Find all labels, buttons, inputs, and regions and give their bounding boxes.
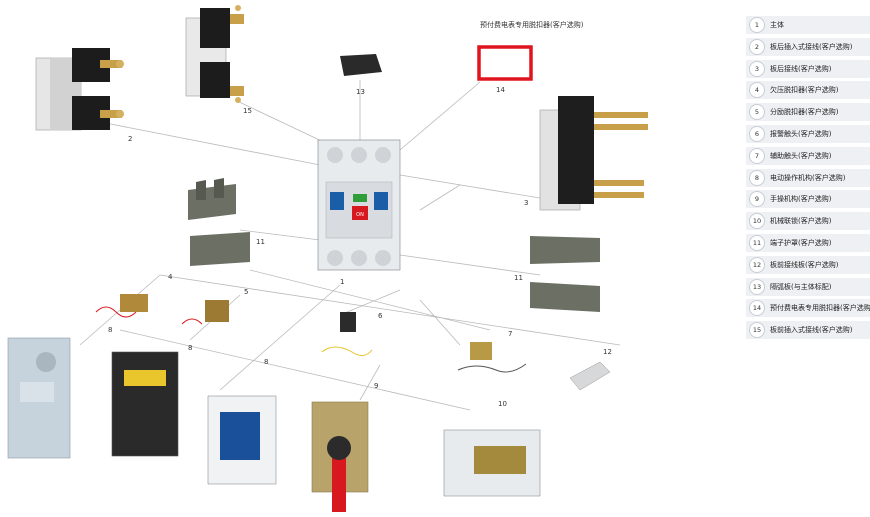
legend-number-badge: 7 (749, 147, 765, 164)
part-arc-barrier (340, 54, 382, 76)
legend-number-badge: 4 (749, 82, 765, 99)
callout-11b: 11 (514, 274, 523, 282)
part-shunt-release (181, 300, 229, 325)
prepaid-trip-unit-caption: 预付费电表专用脱扣器(客户选购) (480, 21, 584, 29)
callout-15: 15 (243, 107, 252, 115)
part-alarm-contact (321, 312, 373, 356)
legend-text: 欠压脱扣器(客户选购) (770, 86, 839, 95)
callout-3: 3 (524, 199, 528, 207)
legend-number-badge: 6 (749, 125, 765, 142)
callout-8a: 8 (108, 326, 112, 334)
part-main-body: ON (317, 139, 401, 271)
legend-number-badge: 3 (749, 60, 765, 77)
part-manual-operator (311, 401, 369, 512)
legend-text: 辅助触头(客户选购) (770, 151, 832, 160)
callout-7: 7 (508, 330, 512, 338)
legend-row: 9 手操机构(客户选购) (746, 190, 870, 209)
part-electric-operator-a (7, 337, 71, 459)
part-auxiliary-contact (457, 342, 527, 373)
legend-row: 15 板前插入式接线(客户选购) (746, 321, 870, 340)
legend-text: 机械联锁(客户选购) (770, 217, 832, 226)
legend-row: 4 欠压脱扣器(客户选购) (746, 81, 870, 100)
breaker-on-label: ON (356, 212, 364, 218)
legend-row: 10 机械联锁(客户选购) (746, 212, 870, 231)
legend-number-badge: 13 (749, 278, 765, 295)
callout-12: 12 (603, 348, 612, 356)
legend-number-badge: 2 (749, 38, 765, 55)
legend-row: 1 主体 (746, 16, 870, 34)
legend-number-badge: 11 (749, 234, 765, 251)
part-electric-operator-b (111, 351, 179, 457)
part-front-connection-plate (569, 361, 611, 391)
legend-row: 8 电动操作机构(客户选购) (746, 168, 870, 187)
part-undervoltage-release (95, 294, 148, 318)
legend-text: 报警触头(客户选购) (770, 129, 832, 138)
legend-row: 6 报警触头(客户选购) (746, 124, 870, 143)
legend-text: 隔弧板(与主体标配) (770, 282, 832, 291)
callout-8b: 8 (188, 344, 192, 352)
callout-2: 2 (128, 135, 132, 143)
legend-number-badge: 10 (749, 213, 765, 230)
legend-text: 板前接线板(客户选购) (770, 260, 839, 269)
callout-14: 14 (496, 86, 505, 94)
legend-row: 13 隔弧板(与主体标配) (746, 277, 870, 296)
callout-4: 4 (168, 273, 173, 281)
legend-number-badge: 1 (749, 17, 765, 33)
legend-row: 5 分励脱扣器(客户选购) (746, 103, 870, 122)
legend-row: 12 板前接线板(客户选购) (746, 255, 870, 274)
legend-row: 2 板后插入式接线(客户选购) (746, 37, 870, 56)
part-terminal-shield-right (530, 236, 600, 312)
part-rear-connection (539, 96, 648, 211)
legend-number-badge: 5 (749, 104, 765, 121)
legend-row: 7 辅助触头(客户选购) (746, 146, 870, 165)
parts-legend: 1 主体 2 板后插入式接线(客户选购) 3 板后接线(客户选购) 4 欠压脱扣器(客户选购)… (746, 16, 870, 343)
legend-row: 3 板后接线(客户选购) (746, 59, 870, 78)
callout-11a: 11 (256, 238, 265, 246)
part-mechanical-interlock (443, 429, 541, 497)
callout-1: 1 (340, 278, 344, 286)
legend-number-badge: 8 (749, 169, 765, 186)
callout-9: 9 (374, 382, 378, 390)
callout-5: 5 (244, 288, 248, 296)
legend-text: 板后接线(客户选购) (770, 64, 832, 73)
legend-text: 板后插入式接线(客户选购) (770, 42, 853, 51)
part-electric-operator-c (207, 395, 277, 485)
legend-number-badge: 14 (749, 300, 765, 317)
exploded-diagram: ON (7, 5, 648, 512)
part-front-plugin-connection (185, 5, 244, 103)
callout-10: 10 (498, 400, 507, 408)
legend-text: 预付费电表专用脱扣器(客户选购) (770, 304, 870, 313)
legend-number-badge: 9 (749, 191, 765, 208)
part-rear-plugin-connection (35, 48, 124, 131)
legend-text: 板前插入式接线(客户选购) (770, 326, 853, 335)
legend-text: 分励脱扣器(客户选购) (770, 108, 839, 117)
part-prepaid-trip-unit-frame (477, 45, 533, 81)
legend-row: 14 预付费电表专用脱扣器(客户选购) (746, 299, 870, 318)
legend-text: 端子护罩(客户选购) (770, 238, 832, 247)
callout-8c: 8 (264, 358, 268, 366)
callout-6: 6 (378, 312, 383, 320)
callout-13: 13 (356, 88, 365, 96)
legend-text: 主体 (770, 21, 784, 29)
legend-number-badge: 12 (749, 256, 765, 273)
legend-text: 电动操作机构(客户选购) (770, 173, 846, 182)
part-terminal-shield-left (188, 178, 250, 266)
legend-number-badge: 15 (749, 322, 765, 339)
callout-labels: 1 2 3 4 5 6 7 8 8 8 9 10 11 11 12 13 14 … (108, 86, 612, 408)
legend-row: 11 端子护罩(客户选购) (746, 233, 870, 252)
legend-text: 手操机构(客户选购) (770, 195, 832, 204)
